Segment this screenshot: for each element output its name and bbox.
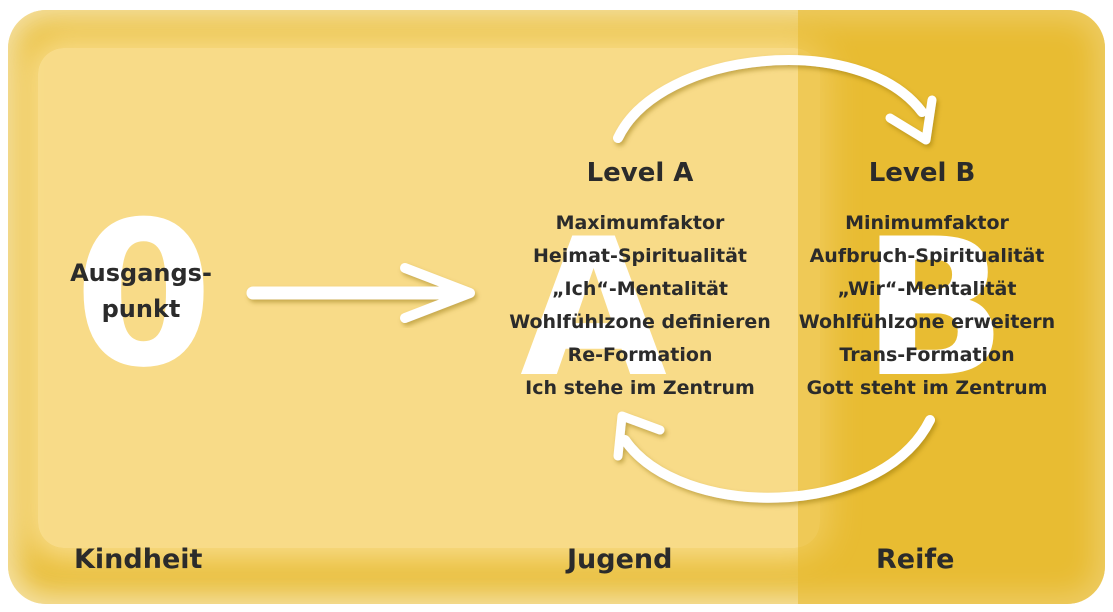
level-a-item: „Ich“-Mentalität <box>552 278 728 300</box>
level-b-item: „Wir“-Mentalität <box>837 278 1017 300</box>
level-a-letter-glyph: A <box>520 198 668 419</box>
level-a-item: Maximumfaktor <box>555 212 725 234</box>
maturity-panel <box>798 10 1105 604</box>
level-a-list: Maximumfaktor Heimat-Spiritualität „Ich“… <box>490 207 790 405</box>
stage-label-maturity: Reife <box>876 544 955 575</box>
level-b-item: Gott steht im Zentrum <box>806 377 1048 399</box>
origin-label: Ausgangs- punkt <box>52 255 230 327</box>
origin-label-line1: Ausgangs- <box>70 259 212 287</box>
straight-arrow <box>246 263 475 323</box>
level-a-item: Ich stehe im Zentrum <box>525 377 755 399</box>
origin-label-line2: punkt <box>101 295 181 323</box>
level-b-letter-glyph: B <box>862 198 1007 419</box>
curved-arrow-top <box>613 55 937 145</box>
level-a-title: Level A <box>586 158 694 188</box>
stage-label-childhood: Kindheit <box>74 544 203 575</box>
level-b-list: Minimumfaktor Aufbruch-Spiritualität „Wi… <box>777 207 1077 405</box>
level-b-item: Wohlfühlzone erweitern <box>798 311 1056 333</box>
stage-label-youth: Jugend <box>567 544 673 575</box>
level-a-item: Re-Formation <box>567 344 713 366</box>
level-b-item: Trans-Formation <box>839 344 1015 366</box>
level-b-title: Level B <box>868 158 976 188</box>
level-b-item: Minimumfaktor <box>845 212 1009 234</box>
curved-arrow-bottom <box>613 411 935 503</box>
level-a-item: Wohlfühlzone definieren <box>509 311 771 333</box>
level-b-item: Aufbruch-Spiritualität <box>809 245 1045 267</box>
level-a-item: Heimat-Spiritualität <box>532 245 747 267</box>
origin-zero-glyph: 0 <box>74 179 214 412</box>
